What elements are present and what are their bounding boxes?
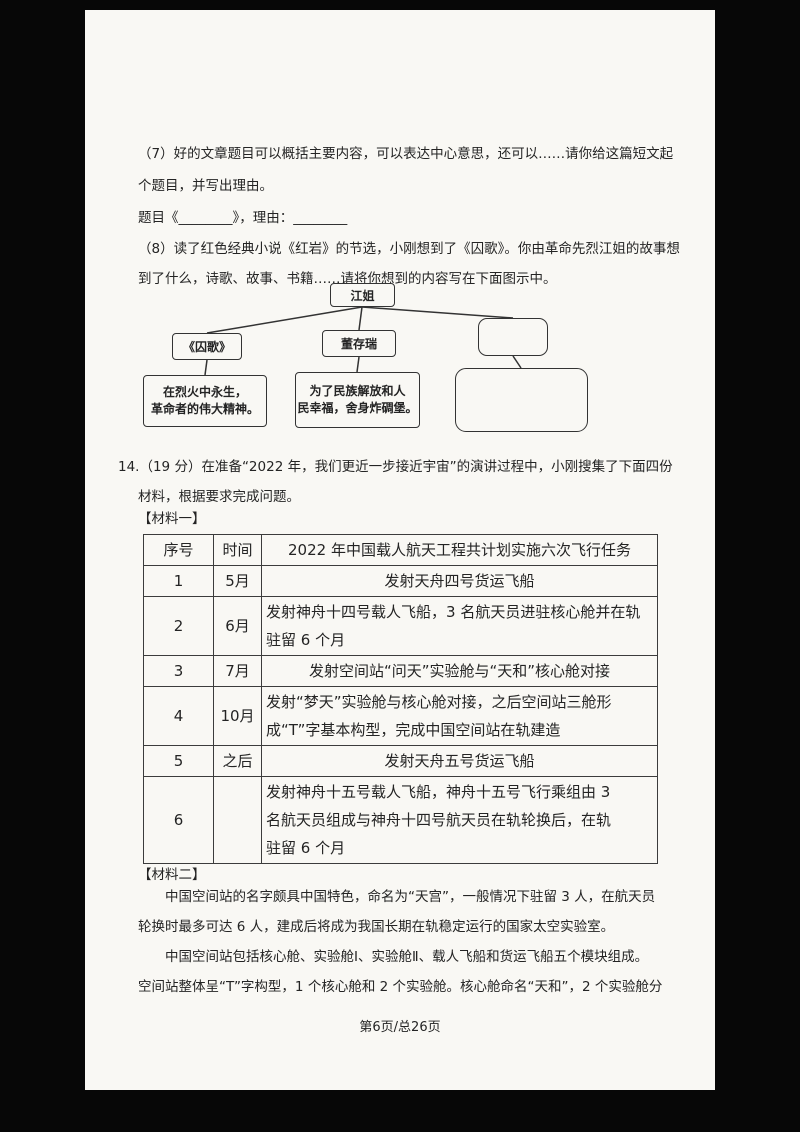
question-14-line: 14.（19 分）在准备“2022 年，我们更近一步接近宇宙”的演讲过程中，小刚… <box>118 459 673 475</box>
row-number-cell: 1 <box>143 565 214 597</box>
material-1-label: 【材料一】 <box>138 511 206 527</box>
table-row: 2 6月 发射神舟十四号载人飞船，3 名航天员进驻核心舱并在轨驻留 6 个月 <box>143 596 658 656</box>
diagram-note-line: 为了民族解放和人 <box>309 384 406 398</box>
column-header-title: 2022 年中国载人航天工程共计划实施六次飞行任务 <box>261 534 658 566</box>
question-7: （7）好的文章题目可以概括主要内容，可以表达中心意思，还可以……请你给这篇短文起… <box>138 138 698 234</box>
time-cell: 6月 <box>213 596 262 656</box>
question-8-line: 到了什么，诗歌、故事、书籍……请将你想到的内容写在下面图示中。 <box>138 271 557 287</box>
table-row: 6 发射神舟十五号载人飞船，神舟十五号飞行乘组由 3 名航天员组成与神舟十四号航… <box>143 776 658 864</box>
column-header-number: 序号 <box>143 534 214 566</box>
content-cell: 发射神舟十五号载人飞船，神舟十五号飞行乘组由 3 名航天员组成与神舟十四号航天员… <box>261 776 658 864</box>
content-cell: 发射天舟五号货运飞船 <box>261 745 658 777</box>
table-row: 4 10月 发射“梦天”实验舱与核心舱对接，之后空间站三舱形成“T”字基本构型，… <box>143 686 658 746</box>
document-page: （7）好的文章题目可以概括主要内容，可以表达中心意思，还可以……请你给这篇短文起… <box>85 10 715 1090</box>
diagram-note-line: 革命者的伟大精神。 <box>150 402 259 416</box>
content-cell: 发射空间站“问天”实验舱与“天和”核心舱对接 <box>261 655 658 687</box>
row-number-cell: 4 <box>143 686 214 746</box>
time-cell: 5月 <box>213 565 262 597</box>
question-7-line: 个题目，并写出理由。 <box>138 178 273 194</box>
table-header-row: 序号 时间 2022 年中国载人航天工程共计划实施六次飞行任务 <box>143 534 658 566</box>
material-2-text: 中国空间站的名字颇具中国特色，命名为“天宫”，一般情况下驻留 3 人，在航天员 … <box>138 882 698 1002</box>
content-cell: 发射“梦天”实验舱与核心舱对接，之后空间站三舱形成“T”字基本构型，完成中国空间… <box>261 686 658 746</box>
time-cell: 之后 <box>213 745 262 777</box>
content-cell: 发射神舟十四号载人飞船，3 名航天员进驻核心舱并在轨驻留 6 个月 <box>261 596 658 656</box>
connector-lines <box>204 306 522 376</box>
diagram-note-line: 民幸福，舍身炸碉堡。 <box>297 401 418 415</box>
mind-map-diagram: 江姐 《囚歌》 董存瑞 在烈火中永生， 革命者的伟大精神。 为了民族解放和人 民… <box>143 282 603 450</box>
diagram-node-empty-mid <box>478 318 548 356</box>
diagram-node-dongcunrui-note: 为了民族解放和人 民幸福，舍身炸碉堡。 <box>295 372 420 428</box>
material-2-line: 中国空间站包括核心舱、实验舱Ⅰ、实验舱Ⅱ、载人飞船和货运飞船五个模块组成。 <box>165 949 649 965</box>
material-2-line: 轮换时最多可达 6 人，建成后将成为我国长期在轨稳定运行的国家太空实验室。 <box>138 919 615 935</box>
table-row: 3 7月 发射空间站“问天”实验舱与“天和”核心舱对接 <box>143 655 658 687</box>
diagram-node-jiangjie: 江姐 <box>330 283 395 307</box>
row-number-cell: 5 <box>143 745 214 777</box>
diagram-node-empty-bottom <box>455 368 588 432</box>
diagram-node-dongcunrui: 董存瑞 <box>322 330 396 357</box>
diagram-node-qiuge: 《囚歌》 <box>172 333 242 360</box>
table-row: 5 之后 发射天舟五号货运飞船 <box>143 745 658 777</box>
page-number-footer: 第6页/总26页 <box>359 1020 441 1035</box>
diagram-node-qiuge-note: 在烈火中永生， 革命者的伟大精神。 <box>143 375 267 427</box>
question-7-line: （7）好的文章题目可以概括主要内容，可以表达中心意思，还可以……请你给这篇短文起 <box>138 146 674 162</box>
diagram-note-line: 在烈火中永生， <box>162 385 247 399</box>
row-number-cell: 6 <box>143 776 214 864</box>
content-cell: 发射天舟四号货运飞船 <box>261 565 658 597</box>
material-2-line: 中国空间站的名字颇具中国特色，命名为“天宫”，一般情况下驻留 3 人，在航天员 <box>165 889 656 905</box>
table-row: 1 5月 发射天舟四号货运飞船 <box>143 565 658 597</box>
question-14: 14.（19 分）在准备“2022 年，我们更近一步接近宇宙”的演讲过程中，小刚… <box>118 452 698 512</box>
question-8-line: （8）读了红色经典小说《红岩》的节选，小刚想到了《囚歌》。你由革命先烈江姐的故事… <box>138 241 680 257</box>
question-14-line: 材料，根据要求完成问题。 <box>138 489 300 505</box>
time-cell: 10月 <box>213 686 262 746</box>
question-7-answer-blank: 题目《________》，理由：________ <box>138 210 348 226</box>
question-8: （8）读了红色经典小说《红岩》的节选，小刚想到了《囚歌》。你由革命先烈江姐的故事… <box>138 234 698 294</box>
column-header-time: 时间 <box>213 534 262 566</box>
time-cell: 7月 <box>213 655 262 687</box>
material-2-line: 空间站整体呈“T”字构型，1 个核心舱和 2 个实验舱。核心舱命名“天和”，2 … <box>138 979 663 995</box>
time-cell <box>213 776 262 864</box>
row-number-cell: 3 <box>143 655 214 687</box>
row-number-cell: 2 <box>143 596 214 656</box>
material-2-label: 【材料二】 <box>138 867 206 883</box>
flight-missions-table: 序号 时间 2022 年中国载人航天工程共计划实施六次飞行任务 1 5月 发射天… <box>143 534 658 864</box>
